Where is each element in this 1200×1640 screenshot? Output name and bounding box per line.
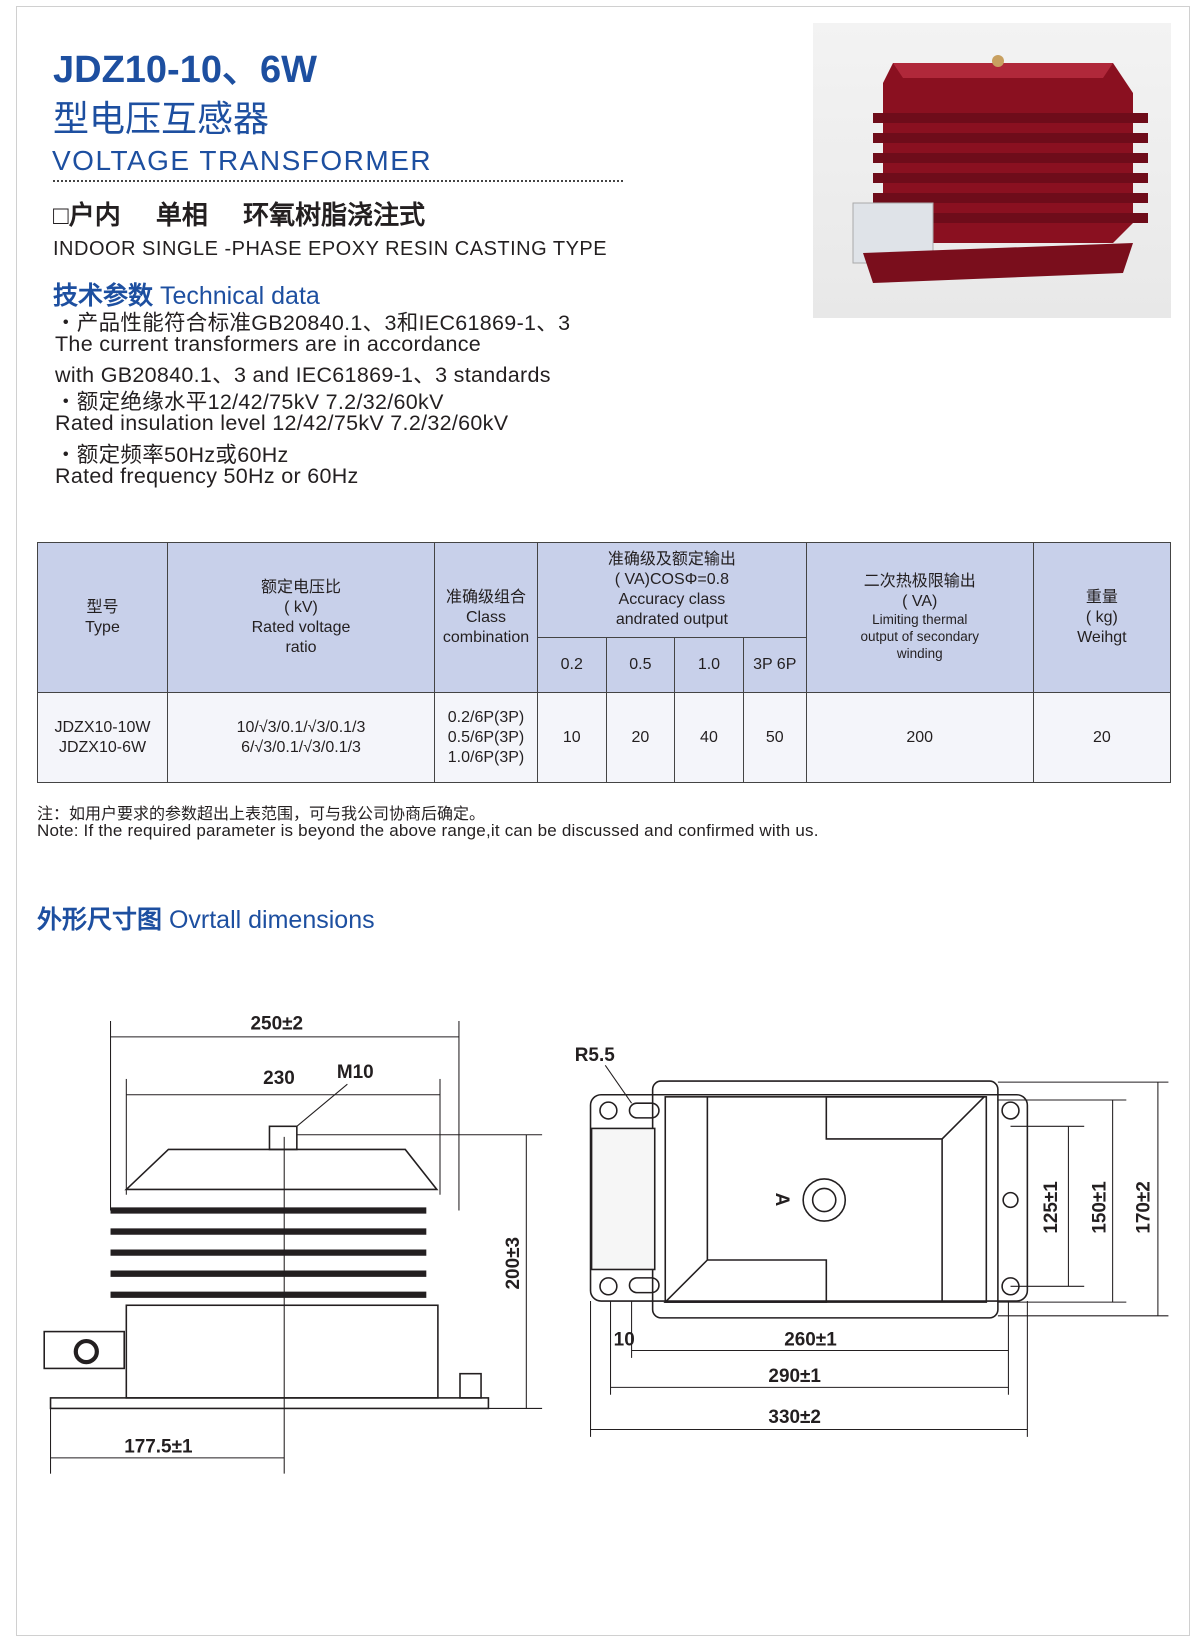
heading-en: Technical data [159,282,320,310]
dim-h3: 170±2 [1133,1181,1154,1234]
dim-d2: 290±1 [768,1366,821,1387]
header-ratio-en: Rated voltage [251,618,351,636]
cell-acc: 20 [605,692,676,783]
cell-class: 0.2/6P(3P) [447,708,525,726]
dim-d1: 260±1 [784,1329,837,1350]
header-weight-en: Weihgt [1077,628,1127,646]
header-thermal-en: Limiting thermal [872,612,968,628]
spec-line: Rated frequency 50Hz or 60Hz [55,464,359,488]
header-thermal-en3: winding [896,645,943,661]
cell-acc: 40 [674,692,744,783]
header-ratio-unit: ( kV) [284,598,318,616]
model-title: JDZ10-10、6W [53,49,317,91]
table-row: JDZX10-10W JDZX10-6W 10/√3/0.1/√3/0.1/3 6/… [37,692,1172,783]
type-cn: □户内 单相 环氧树脂浇注式 [53,200,426,230]
front-view [43,1021,543,1474]
header-acc-en: Accuracy class [618,591,726,608]
top-view [589,1064,1169,1437]
dim-bolt: M10 [337,1062,374,1083]
dotted-divider [53,180,623,182]
header-ratio-cn: 额定电压比 [260,578,341,596]
header-class-en: Class [465,608,506,626]
header-class-cn: 准确级组合 [445,588,526,606]
header-acc-unit: ( VA)COSΦ=0.8 [614,571,729,588]
header-acc-en2: andrated output [615,611,728,628]
product-photo [813,23,1171,318]
note-en: Note: If the required parameter is beyon… [37,821,819,840]
cell-type: JDZX10-10W [54,718,151,736]
technical-data-table: 型号 Type 额定电压比 ( kV) Rated voltage ratio 准确级组… [37,542,1172,783]
cell-thermal: 200 [805,692,1034,783]
cell-ratio: 6/√3/0.1/√3/0.1/3 [241,738,361,756]
cell-acc: 50 [742,692,807,783]
heading-cn: 技术参数 [53,282,154,310]
heading-cn: 外形尺寸图 [37,906,163,934]
terminal-label: A [771,1193,792,1207]
dim-offset: 177.5±1 [124,1437,192,1458]
dim-width-total: 250±2 [251,1013,304,1034]
header-thermal-cn: 二次热极限输出 [863,573,976,591]
spec-line: ・额定绝缘水平12/42/75kV 7.2/32/60kV [55,390,444,414]
header-ratio-en2: ratio [285,638,317,656]
header-weight-cn: 重量 [1085,588,1118,606]
product-title-en: VOLTAGE TRANSFORMER [52,145,433,176]
dim-width-inner: 230 [263,1068,295,1089]
header-acc-05: 0.5 [605,637,676,693]
header-thermal-en2: output of secondary [860,629,980,645]
header-acc-10: 1.0 [674,637,744,693]
spec-line: ・额定频率50Hz或60Hz [55,443,289,467]
cell-weight: 20 [1032,692,1172,783]
header-weight-unit: ( kg) [1085,608,1118,626]
note-cn: 注：如用户要求的参数超出上表范围，可与我公司协商后确定。 [37,806,486,823]
dim-radius: R5.5 [575,1045,615,1066]
spec-line: ・产品性能符合标准GB20840.1、3和IEC61869-1、3 [55,311,571,335]
spec-line: Rated insulation level 12/42/75kV 7.2/32… [55,411,509,435]
cell-type: JDZX10-6W [58,738,147,756]
cell-acc: 10 [537,692,607,783]
dim-d3: 330±2 [768,1407,821,1428]
header-acc-cn: 准确级及额定输出 [607,551,736,568]
page-frame [16,6,1190,1636]
dim-h1: 125±1 [1041,1181,1062,1234]
header-type-cn: 型号 [86,598,119,616]
technical-data-heading: 技术参数 Technical data [53,276,320,312]
spec-line: The current transformers are in accordan… [55,332,482,356]
dim-height: 200±3 [503,1237,524,1290]
cell-ratio: 10/√3/0.1/√3/0.1/3 [236,718,366,736]
header-acc-3p6p: 3P 6P [742,637,807,693]
cell-class: 0.5/6P(3P) [447,728,525,746]
cell-class: 1.0/6P(3P) [447,748,525,766]
heading-en: Ovrtall dimensions [168,906,375,934]
header-class-en2: combination [442,628,530,646]
type-en: INDOOR SINGLE -PHASE EPOXY RESIN CASTING… [53,238,608,260]
dimensions-heading: 外形尺寸图 Ovrtall dimensions [37,900,375,936]
header-type-en: Type [85,618,120,636]
dim-edge: 10 [614,1329,635,1350]
product-title-cn: 型电压互感器 [53,98,270,139]
spec-line: with GB20840.1、3 and IEC61869-1、3 standa… [55,363,551,387]
dim-h2: 150±1 [1089,1181,1110,1234]
header-thermal-unit: ( VA) [902,593,938,611]
